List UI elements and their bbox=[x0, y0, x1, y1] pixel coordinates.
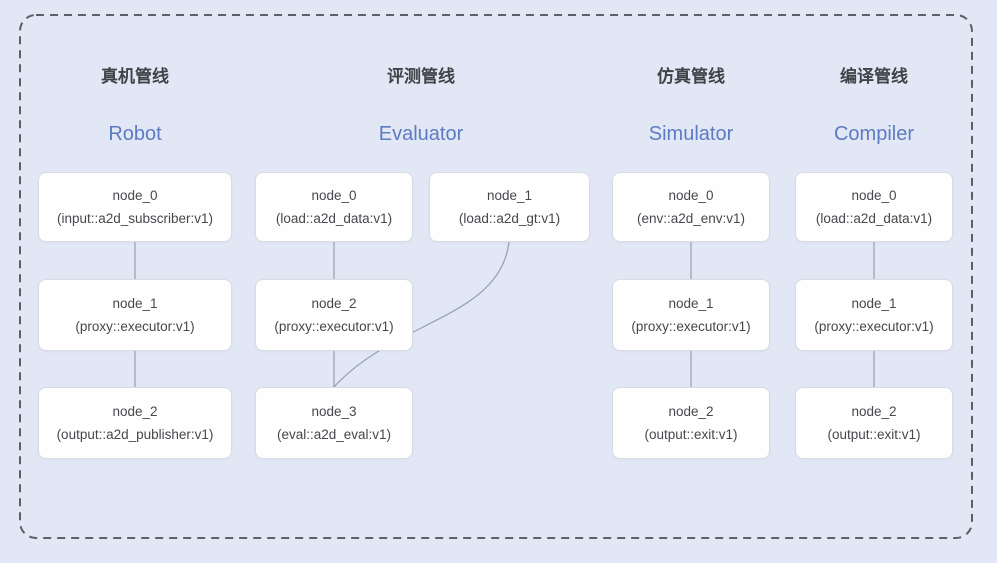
node-type: (input::a2d_subscriber:v1) bbox=[56, 211, 214, 226]
node-name: node_1 bbox=[668, 296, 714, 311]
node-name: node_0 bbox=[851, 188, 897, 203]
node-comp-node2[interactable]: node_2 (output::exit:v1) bbox=[795, 387, 953, 459]
node-name: node_1 bbox=[851, 296, 897, 311]
node-type: (load::a2d_gt:v1) bbox=[458, 211, 561, 226]
node-type: (output::exit:v1) bbox=[644, 427, 738, 442]
node-type: (proxy::executor:v1) bbox=[75, 319, 195, 334]
node-eval-node3[interactable]: node_3 (eval::a2d_eval:v1) bbox=[255, 387, 413, 459]
node-type: (load::a2d_data:v1) bbox=[275, 211, 393, 226]
node-type: (proxy::executor:v1) bbox=[814, 319, 934, 334]
node-name: node_2 bbox=[668, 404, 714, 419]
node-comp-node1[interactable]: node_1 (proxy::executor:v1) bbox=[795, 279, 953, 351]
node-name: node_0 bbox=[668, 188, 714, 203]
pipeline-title-en-compiler: Compiler bbox=[833, 123, 915, 145]
node-name: node_2 bbox=[851, 404, 897, 419]
node-type: (proxy::executor:v1) bbox=[274, 319, 394, 334]
node-sim-node0[interactable]: node_0 (env::a2d_env:v1) bbox=[612, 172, 770, 242]
node-name: node_0 bbox=[311, 188, 357, 203]
pipeline-title-cn-compiler: 编译管线 bbox=[840, 67, 908, 86]
node-name: node_2 bbox=[311, 296, 357, 311]
pipeline-title-cn-evaluator: 评测管线 bbox=[387, 67, 455, 86]
pipeline-title-en-robot: Robot bbox=[108, 123, 162, 145]
node-type: (load::a2d_data:v1) bbox=[815, 211, 933, 226]
pipeline-title-cn-robot: 真机管线 bbox=[101, 67, 169, 86]
node-robot-node1[interactable]: node_1 (proxy::executor:v1) bbox=[38, 279, 232, 351]
node-type: (env::a2d_env:v1) bbox=[636, 211, 746, 226]
node-type: (eval::a2d_eval:v1) bbox=[276, 427, 392, 442]
edge-eval-node1-node3 bbox=[333, 241, 510, 388]
node-eval-node0[interactable]: node_0 (load::a2d_data:v1) bbox=[255, 172, 413, 242]
node-eval-node2[interactable]: node_2 (proxy::executor:v1) bbox=[255, 279, 413, 351]
dashed-frame bbox=[19, 14, 973, 539]
node-name: node_2 bbox=[112, 404, 158, 419]
node-robot-node0[interactable]: node_0 (input::a2d_subscriber:v1) bbox=[38, 172, 232, 242]
node-sim-node2[interactable]: node_2 (output::exit:v1) bbox=[612, 387, 770, 459]
node-type: (output::a2d_publisher:v1) bbox=[56, 427, 214, 442]
node-robot-node2[interactable]: node_2 (output::a2d_publisher:v1) bbox=[38, 387, 232, 459]
node-comp-node0[interactable]: node_0 (load::a2d_data:v1) bbox=[795, 172, 953, 242]
node-type: (output::exit:v1) bbox=[827, 427, 921, 442]
node-sim-node1[interactable]: node_1 (proxy::executor:v1) bbox=[612, 279, 770, 351]
node-eval-node1[interactable]: node_1 (load::a2d_gt:v1) bbox=[429, 172, 590, 242]
pipeline-title-en-evaluator: Evaluator bbox=[378, 123, 464, 145]
node-name: node_1 bbox=[112, 296, 158, 311]
pipeline-title-cn-simulator: 仿真管线 bbox=[657, 67, 725, 86]
node-name: node_3 bbox=[311, 404, 357, 419]
node-name: node_1 bbox=[486, 188, 533, 203]
node-type: (proxy::executor:v1) bbox=[631, 319, 751, 334]
pipeline-title-en-simulator: Simulator bbox=[648, 123, 734, 145]
node-name: node_0 bbox=[112, 188, 158, 203]
